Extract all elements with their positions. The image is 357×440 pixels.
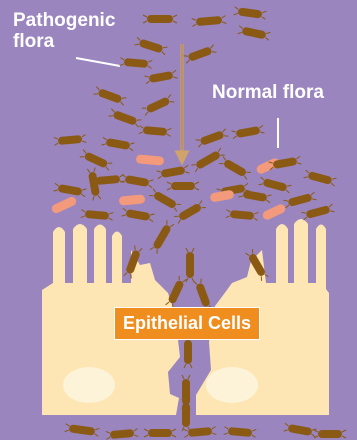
pathogenic-bacterium-icon (122, 208, 155, 221)
pathogenic-bacterium-icon (81, 210, 114, 221)
pathogenic-bacterium-icon (144, 429, 176, 437)
nucleus-icon (63, 367, 115, 403)
pathogenic-bacterium-icon (226, 210, 259, 221)
normal-bacterium-icon (261, 203, 287, 221)
pathogenic-leader-line (76, 58, 120, 66)
pathogenic-bacterium-icon (109, 109, 142, 127)
pathogenic-bacterium-icon (94, 87, 127, 105)
pathogenic-bacterium-icon (142, 95, 174, 116)
pathogenic-bacterium-icon (259, 177, 292, 193)
pathogenic-bacterium-icon (232, 125, 265, 138)
pathogenic-bacterium-icon (121, 174, 154, 187)
pathogenic-bacterium-icon (65, 424, 100, 437)
pathogenic-bacterium-icon (196, 129, 229, 147)
pathogenic-bacterium-icon (224, 427, 257, 438)
pathogenic-bacterium-icon (150, 220, 174, 253)
pathogenic-bacterium-icon (302, 204, 335, 220)
pathogenic-bacterium-icon (284, 423, 317, 436)
pathogenic-bacterium-icon (145, 70, 178, 83)
nucleus-icon (206, 367, 258, 403)
pathogenic-bacterium-icon (234, 7, 267, 19)
normal-bacterium-icon (136, 154, 165, 165)
pathogenic-bacterium-icon (186, 248, 194, 282)
normal-bacterium-icon (50, 195, 77, 214)
normal-bacterium-icon (119, 194, 146, 205)
pathogenic-bacterium-icon (149, 189, 181, 212)
pathogenic-bacterium-icon (167, 182, 199, 190)
pathogenic-bacterium-icon (284, 192, 317, 208)
pathogenic-bacterium-icon (135, 37, 168, 54)
pathogenic-bacterium-icon (184, 45, 217, 63)
pathogenic-bacterium-icon (139, 126, 172, 137)
normal-flora-label: Normal flora (212, 82, 324, 103)
normal-bacterium-icon (209, 189, 234, 202)
pathogenic-bacterium-icon (304, 170, 337, 186)
pathogenic-bacterium-icon (238, 26, 271, 40)
pathogenic-bacterium-icon (106, 429, 139, 440)
pathogenic-bacterium-icon (314, 430, 346, 438)
pathogenic-bacterium-icon (269, 156, 302, 169)
pathogenic-bacterium-icon (191, 148, 224, 172)
pathogenic-bacterium-icon (80, 150, 112, 171)
epithelial-cells-label: Epithelial Cells (114, 307, 260, 340)
pathogenic-bacterium-icon (54, 183, 87, 196)
pathogenic-bacterium-icon (192, 16, 227, 27)
pathogenic-bacterium-icon (219, 157, 251, 180)
pathogenic-label-line2: flora (13, 31, 115, 52)
pathogenic-bacterium-icon (157, 165, 190, 178)
pathogenic-bacterium-icon (184, 336, 192, 368)
pathogenic-bacterium-icon (102, 137, 135, 150)
pathogenic-bacterium-icon (54, 135, 87, 146)
pathogenic-label-line1: Pathogenic (13, 10, 115, 31)
pathogenic-flora-label: Pathogenic flora (13, 10, 115, 52)
pathogenic-bacterium-icon (120, 58, 153, 69)
pathogenic-bacterium-icon (239, 189, 272, 202)
pathogenic-bacterium-icon (143, 15, 177, 23)
